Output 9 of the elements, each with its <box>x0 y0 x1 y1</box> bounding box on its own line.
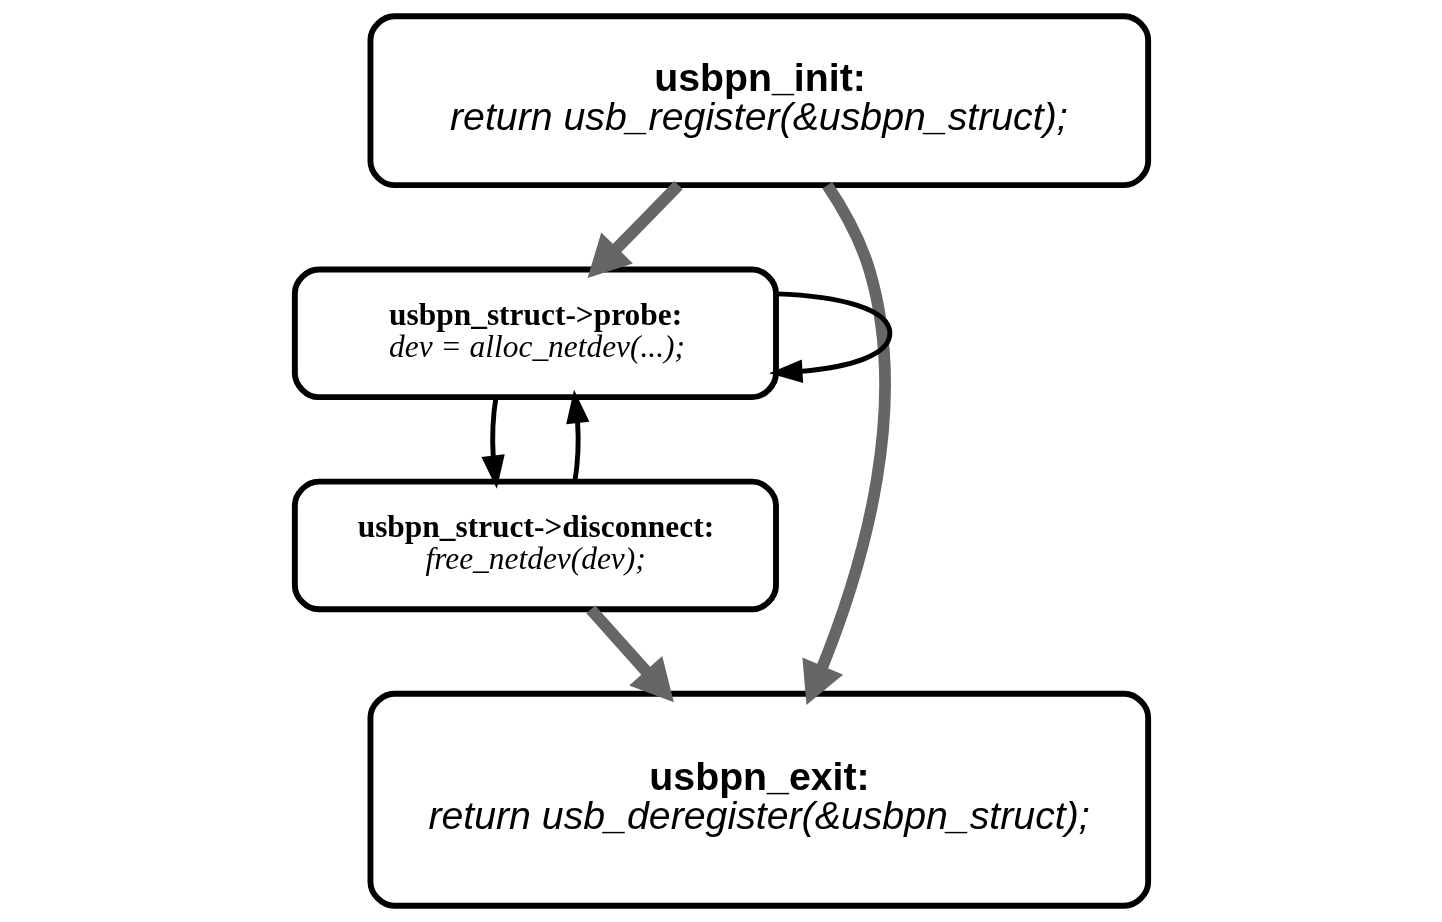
arrow <box>768 291 892 383</box>
arrow <box>801 182 891 705</box>
node-box: usbpn_struct->disconnect: free_netdev(dev); <box>291 478 779 613</box>
node-box: usbpn_struct->probe: dev = alloc_netdev(...); <box>291 266 779 401</box>
arrow <box>585 605 674 703</box>
node-box: usbpn_exit: return usb_deregister(&usbpn_struct); <box>367 690 1151 909</box>
node-box: usbpn_init: return usb_register(&usbpn_struct); <box>367 13 1151 189</box>
arrow <box>587 181 683 279</box>
arrow <box>565 389 589 482</box>
